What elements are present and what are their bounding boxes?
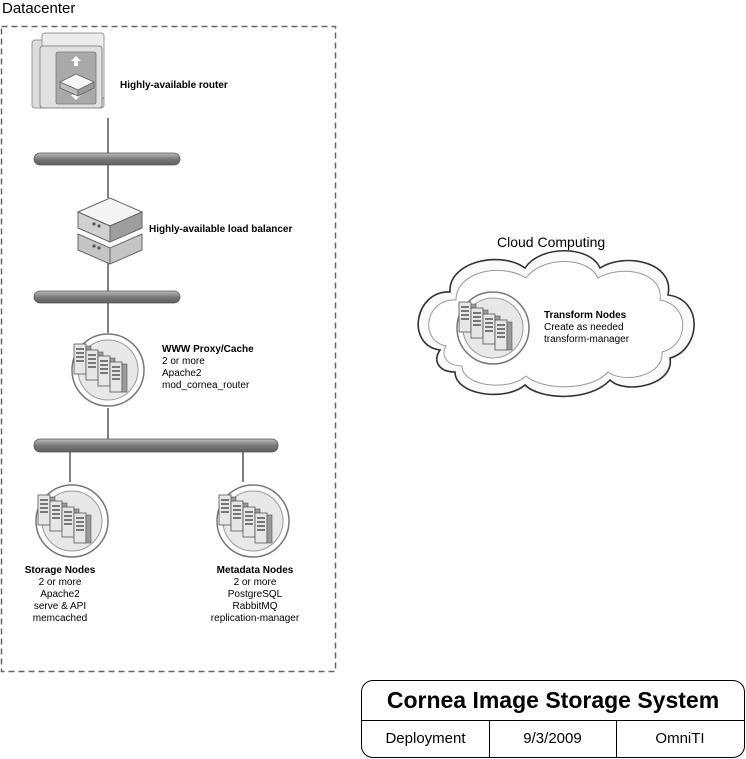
metadata-nodes-title: Metadata Nodes bbox=[216, 565, 294, 576]
storage-nodes-icon bbox=[35, 484, 109, 558]
cloud-title: Cloud Computing bbox=[497, 234, 606, 250]
metadata-nodes-line: RabbitMQ bbox=[232, 601, 278, 612]
title-block-title: Cornea Image Storage System bbox=[386, 687, 720, 713]
www-proxy-line: mod_cornea_router bbox=[162, 380, 250, 391]
storage-nodes-title: Storage Nodes bbox=[24, 565, 96, 576]
transform-nodes-icon bbox=[456, 291, 530, 365]
title-block-cell-date: 9/3/2009 bbox=[489, 721, 617, 757]
datacenter-title: Datacenter bbox=[2, 0, 76, 17]
metadata-nodes-icon bbox=[216, 484, 290, 558]
router-icon bbox=[31, 32, 105, 109]
metadata-nodes-line: replication-manager bbox=[210, 613, 300, 624]
storage-nodes-line: Apache2 bbox=[40, 589, 80, 600]
load-balancer-icon bbox=[76, 197, 144, 265]
www-proxy-line: Apache2 bbox=[162, 368, 202, 379]
metadata-nodes-line: 2 or more bbox=[233, 577, 277, 588]
metadata-nodes-label: Metadata Nodes 2 or more PostgreSQL Rabb… bbox=[195, 565, 315, 625]
title-block-row: Deployment 9/3/2009 OmniTI bbox=[362, 720, 744, 757]
connector-lines bbox=[69, 118, 244, 482]
www-proxy-title: WWW Proxy/Cache bbox=[162, 344, 254, 355]
metadata-nodes-line: PostgreSQL bbox=[227, 589, 283, 600]
storage-nodes-label: Storage Nodes 2 or more Apache2 serve & … bbox=[10, 565, 110, 625]
storage-nodes-line: memcached bbox=[32, 613, 88, 624]
router-label: Highly-available router bbox=[120, 80, 228, 91]
www-proxy-icon bbox=[71, 333, 145, 407]
transform-nodes-line: Create as needed bbox=[544, 322, 624, 333]
network-bus-1 bbox=[33, 152, 181, 166]
title-block-cell-company: OmniTI bbox=[655, 730, 705, 747]
transform-nodes-line: transform-manager bbox=[544, 334, 630, 345]
storage-nodes-line: serve & API bbox=[33, 601, 87, 612]
load-balancer-label: Highly-available load balancer bbox=[149, 224, 293, 235]
datacenter-boundary bbox=[0, 25, 337, 673]
title-block: Cornea Image Storage System Deployment 9… bbox=[361, 680, 745, 758]
network-bus-2 bbox=[33, 290, 181, 304]
www-proxy-line: 2 or more bbox=[162, 356, 205, 367]
transform-nodes-title: Transform Nodes bbox=[544, 310, 627, 321]
www-proxy-label: WWW Proxy/Cache 2 or more Apache2 mod_co… bbox=[162, 344, 254, 392]
transform-nodes-label: Transform Nodes Create as needed transfo… bbox=[544, 310, 629, 346]
network-bus-3 bbox=[33, 438, 279, 453]
title-block-cell-type: Deployment bbox=[362, 721, 490, 757]
storage-nodes-line: 2 or more bbox=[38, 577, 82, 588]
